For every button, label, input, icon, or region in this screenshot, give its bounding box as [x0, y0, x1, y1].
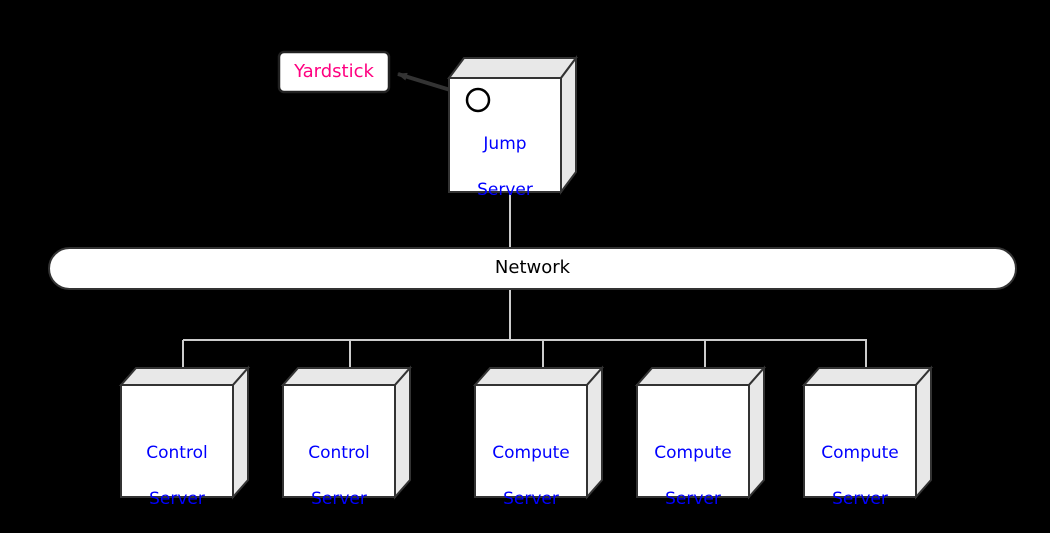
network-bar[interactable] — [48, 247, 1017, 290]
jump-server-side-face — [560, 55, 577, 195]
server-node-2[interactable] — [280, 365, 413, 500]
server-2-top-face — [280, 367, 413, 386]
server-2-side-face — [394, 365, 411, 500]
network-label: Network — [494, 257, 571, 278]
server-4-side-face — [748, 365, 765, 500]
server-1-top-face — [118, 367, 251, 386]
server-node-3[interactable] — [472, 365, 605, 500]
server-5-front-face — [803, 384, 917, 498]
server-5-top-face — [801, 367, 934, 386]
server-node-5[interactable] — [801, 365, 934, 500]
server-4-top-face — [634, 367, 767, 386]
jump-server-top-face — [447, 57, 578, 79]
server-1-front-face — [120, 384, 234, 498]
jump-server-node[interactable] — [447, 55, 578, 195]
yardstick-box[interactable] — [277, 50, 391, 94]
server-node-1[interactable] — [118, 365, 251, 500]
server-2-front-face — [282, 384, 396, 498]
jump-server-front-face — [448, 77, 562, 193]
server-3-top-face — [472, 367, 605, 386]
circle-port-icon — [465, 87, 491, 113]
server-node-4[interactable] — [634, 365, 767, 500]
server-4-front-face — [636, 384, 750, 498]
server-3-front-face — [474, 384, 588, 498]
server-3-side-face — [586, 365, 603, 500]
server-1-side-face — [232, 365, 249, 500]
yardstick-label: Yardstick — [294, 61, 374, 82]
server-5-side-face — [915, 365, 932, 500]
